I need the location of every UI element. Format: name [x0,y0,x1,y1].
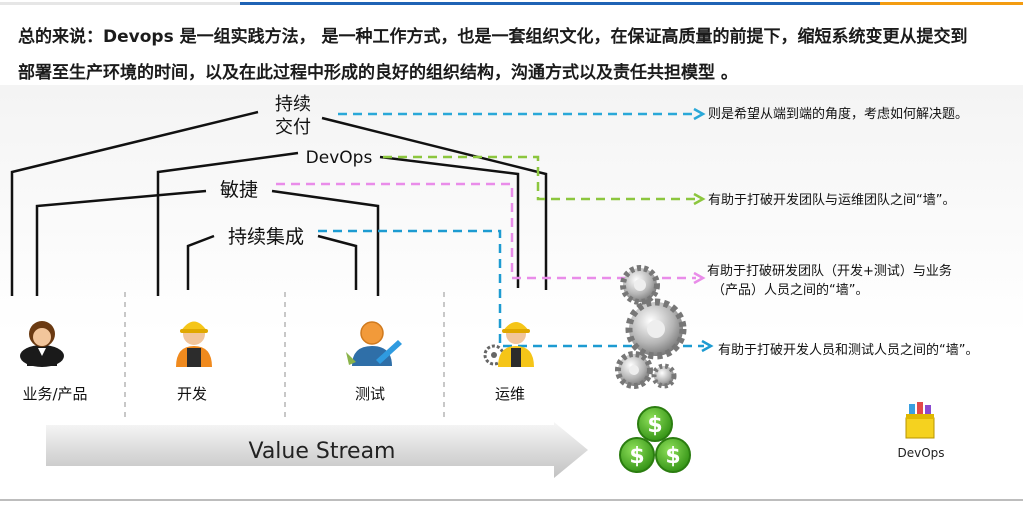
role-label-business: 业务/产品 [22,385,87,403]
role-label-ops: 运维 [495,385,525,403]
svg-text:$: $ [665,444,680,469]
value-stream-arrow [46,422,588,478]
note-agile-1: 有助于打破研发团队（开发+测试）与业务 [707,263,952,279]
bracket-devops [156,151,520,296]
tester-icon [346,321,402,366]
gears-icon [615,265,687,389]
bracket-label-cd-1: 持续 [275,94,311,115]
role-label-test: 测试 [355,385,385,403]
bracket-label-agile: 敏捷 [220,179,258,201]
note-agile-2: （产品）人员之间的“墙”。 [712,282,868,298]
note-continuous-delivery: 则是希望从端到端的角度，考虑如何解决题。 [708,106,968,122]
connector-devops [383,155,696,201]
value-stream-label: Value Stream [248,439,395,464]
bracket-ci [186,234,358,290]
connector-agile [276,182,696,280]
arrowhead-devops [693,192,706,206]
bracket-agile [35,189,380,296]
top-accent-bar [0,0,1023,6]
bottom-rule [0,499,1023,501]
svg-text:$: $ [647,413,662,438]
bracket-label-cd-2: 交付 [275,117,311,138]
devops-toolbox-icon [905,402,935,439]
bracket-continuous-delivery [10,110,548,296]
note-devops: 有助于打破开发团队与运维团队之间“墙”。 [708,192,955,208]
bracket-label-devops: DevOps [306,148,373,168]
business-woman-icon [20,321,64,367]
note-ci: 有助于打破开发人员和测试人员之间的“墙”。 [718,342,978,358]
arrowhead-cd [693,107,706,121]
dollar-coins-icon: $ $ $ [619,406,691,473]
arrowhead-ci [701,339,714,353]
svg-text:$: $ [629,444,644,469]
bracket-label-ci: 持续集成 [228,226,304,248]
operator-helmet-icon [483,322,534,367]
arrowhead-agile [693,271,706,285]
developer-helmet-icon [176,321,212,367]
column-separators [124,292,445,422]
summary-line-2: 部署至生产环境的时间，以及在此过程中形成的良好的组织结构，沟通方式以及责任共担模… [18,63,738,83]
summary-line-1: 总的来说：Devops 是一组实践方法， 是一种工作方式，也是一套组织文化，在保… [18,27,968,47]
role-label-dev: 开发 [177,385,207,403]
devops-icon-label: DevOps [897,446,944,460]
connector-ci [318,229,704,348]
